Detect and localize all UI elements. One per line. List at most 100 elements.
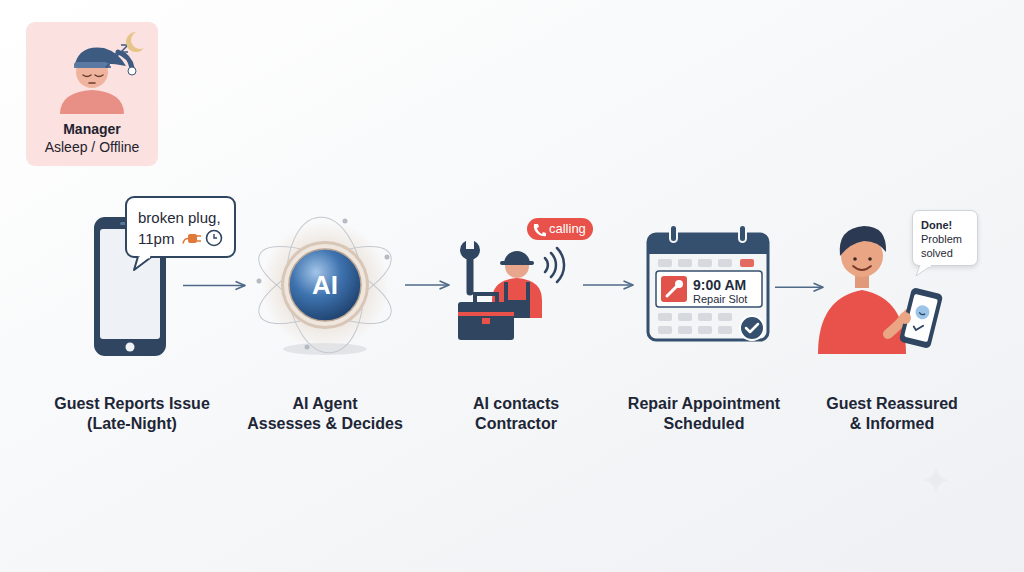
status-card: ManagerAsleep / Offline xyxy=(26,22,158,166)
ai-orb-illustration xyxy=(385,255,390,260)
flow-arrow xyxy=(775,286,823,288)
calendar-illustration xyxy=(670,225,677,242)
bubble-tail xyxy=(134,257,152,271)
flow-arrow xyxy=(405,284,449,286)
ai-orb-illustration xyxy=(305,345,310,350)
sleeping-manager-illustration xyxy=(128,67,136,75)
clock-icon xyxy=(207,231,222,246)
ai-orb-illustration xyxy=(249,231,401,339)
guest-illustration xyxy=(919,312,925,315)
calendar-illustration xyxy=(658,326,672,334)
bubble-tail xyxy=(134,257,152,271)
step-caption: Guest Reassured & Informed xyxy=(822,394,962,434)
guest-illustration xyxy=(853,257,857,261)
guest-illustration xyxy=(840,226,886,256)
plug-icon xyxy=(183,234,201,244)
guest-illustration xyxy=(899,287,944,349)
guest-illustration xyxy=(818,290,906,354)
guest-illustration xyxy=(899,312,911,324)
calendar-illustration xyxy=(678,313,692,321)
line-spacer xyxy=(395,394,405,414)
slot-time: 9:00 AM xyxy=(693,277,763,293)
sleeping-manager-illustration xyxy=(74,62,110,68)
clock-icon xyxy=(207,231,222,246)
ai-orb-illustration xyxy=(281,214,369,356)
sleeping-manager-illustration xyxy=(83,75,103,77)
ai-agent-orb: AIAI Agent Assesses & Decides xyxy=(248,208,402,362)
calendar-illustration xyxy=(667,286,677,296)
calendar-illustration xyxy=(648,234,768,254)
sleeping-manager-illustration xyxy=(89,82,95,84)
flow-arrow xyxy=(183,285,245,287)
phone-icon xyxy=(534,224,546,236)
calendar-step: 9:00 AMRepair SlotRepair Appointment Sch… xyxy=(636,225,772,345)
sleeping-manager-illustration xyxy=(118,52,132,68)
sparkle-mark xyxy=(924,468,948,492)
bubble-tail xyxy=(916,265,932,276)
ai-orb-illustration xyxy=(284,244,366,326)
calendar-illustration xyxy=(698,259,712,267)
contractor-illustration xyxy=(482,318,490,324)
reply-heading: Done! xyxy=(921,218,973,232)
badge-text: calling xyxy=(549,221,591,237)
ai-orb-illustration xyxy=(289,249,361,321)
bubble-tail xyxy=(921,265,931,267)
contractor-illustration xyxy=(458,238,564,340)
calendar-illustration xyxy=(740,316,764,340)
guest-illustration xyxy=(899,287,944,349)
step-caption: AI Agent Assesses & Decides xyxy=(245,394,405,434)
guest-illustration xyxy=(868,257,872,261)
calendar-illustration xyxy=(698,326,712,334)
reply-bubble: Done!Problem solved xyxy=(912,210,978,266)
contractor-illustration xyxy=(458,302,514,340)
sleeping-manager-illustration xyxy=(76,56,108,88)
step-caption: Repair Appointment Scheduled xyxy=(619,394,789,434)
calendar-illustration xyxy=(648,234,768,340)
calendar-illustration xyxy=(656,271,762,307)
message-text: broken plug, 11pm xyxy=(138,207,230,249)
contractor-illustration xyxy=(545,248,564,282)
clock-icon xyxy=(214,234,217,238)
guest-illustration xyxy=(913,324,923,332)
calendar-illustration xyxy=(678,326,692,334)
calendar-illustration xyxy=(718,313,732,321)
calendar-illustration xyxy=(661,276,687,302)
sleeping-manager-illustration xyxy=(126,32,144,52)
contractor-illustration xyxy=(500,261,534,265)
flow-arrow xyxy=(583,284,633,286)
ai-orb-illustration xyxy=(257,279,262,284)
sleeping-manager-illustration xyxy=(106,45,128,67)
calendar-illustration xyxy=(698,313,712,321)
call-badge: calling xyxy=(527,218,593,240)
plug-icon xyxy=(188,234,197,243)
plug-icon xyxy=(183,239,188,244)
card-status: Asleep / Offline xyxy=(29,139,155,156)
calendar-illustration xyxy=(678,259,692,267)
calendar-illustration xyxy=(675,280,683,288)
calendar-illustration xyxy=(746,324,758,332)
speech-bubble: broken plug, 11pm xyxy=(125,196,236,258)
guest-illustration xyxy=(853,266,871,270)
contractor-illustration xyxy=(466,238,474,249)
ai-orb-illustration xyxy=(249,231,401,339)
calendar-illustration xyxy=(739,225,746,242)
line-spacer xyxy=(245,394,255,414)
calendar-illustration xyxy=(718,259,732,267)
sleeping-manager-illustration xyxy=(60,32,144,114)
step-caption: Guest Reports Issue (Late-Night) xyxy=(47,394,217,434)
contractor-illustration xyxy=(458,312,514,316)
ai-orb-illustration xyxy=(261,221,389,349)
calendar-illustration xyxy=(658,313,672,321)
phone-illustration xyxy=(126,343,135,352)
slot-title: Repair Slot xyxy=(693,293,763,306)
contractor-illustration xyxy=(475,294,497,302)
ai-orb-illustration xyxy=(281,241,369,329)
ai-orb-illustration xyxy=(289,249,361,321)
calendar-illustration xyxy=(648,225,768,340)
sleeping-manager-illustration xyxy=(74,47,126,68)
